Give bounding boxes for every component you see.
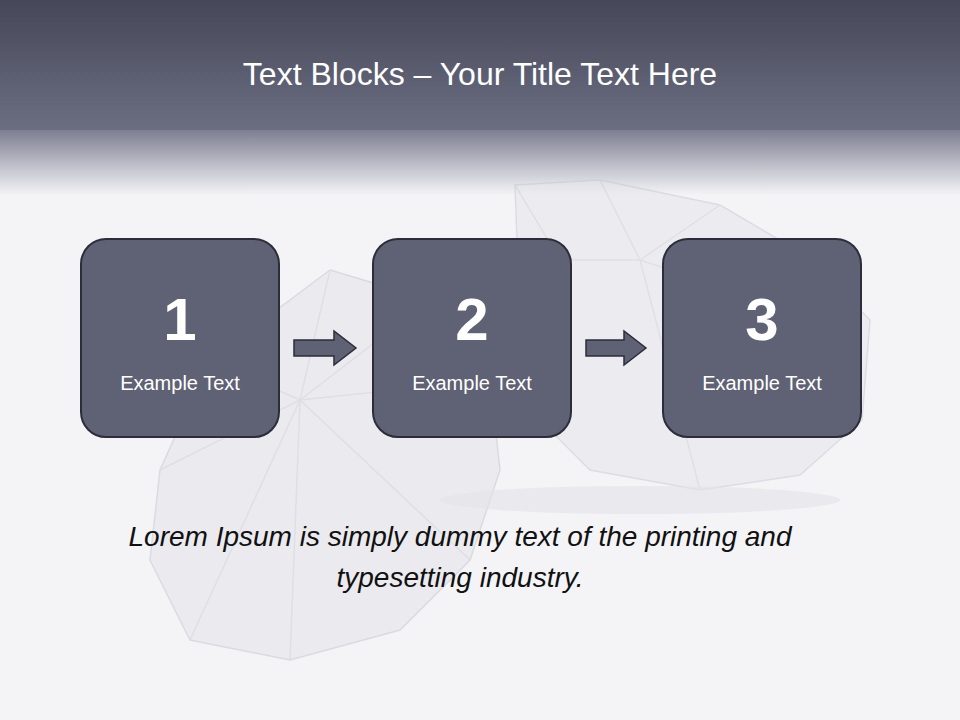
block-arrow bbox=[586, 331, 646, 365]
step-box: 1Example Text bbox=[80, 238, 280, 438]
step-number: 2 bbox=[374, 288, 570, 352]
step-text: Example Text bbox=[374, 370, 570, 396]
body-note: Lorem Ipsum is simply dummy text of the … bbox=[100, 516, 820, 598]
step-number: 3 bbox=[664, 288, 860, 352]
header-fade bbox=[0, 130, 960, 195]
step-box: 2Example Text bbox=[372, 238, 572, 438]
step-box: 3Example Text bbox=[662, 238, 862, 438]
step-text: Example Text bbox=[664, 370, 860, 396]
header-band bbox=[0, 0, 960, 130]
step-text: Example Text bbox=[82, 370, 278, 396]
block-arrow bbox=[294, 331, 356, 365]
shadow bbox=[440, 486, 840, 514]
step-number: 1 bbox=[82, 288, 278, 352]
slide-title: Text Blocks – Your Title Text Here bbox=[0, 52, 960, 96]
